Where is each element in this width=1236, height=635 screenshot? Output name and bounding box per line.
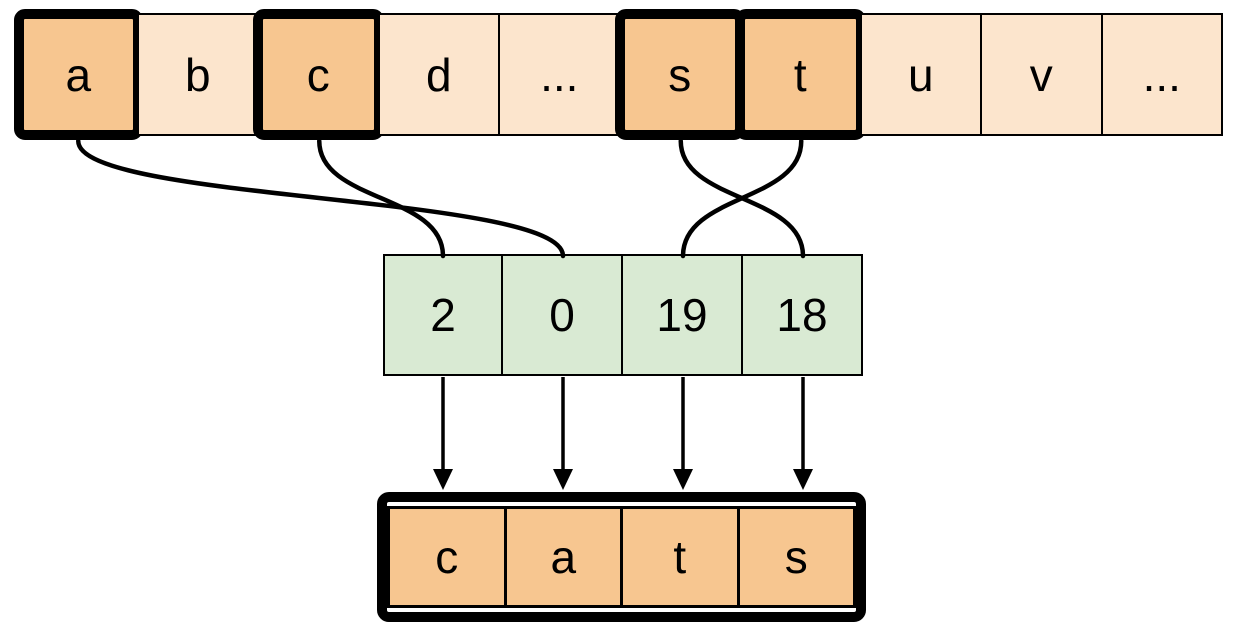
alphabet-cell-ellipsis-2: ... xyxy=(1102,13,1223,136)
alphabet-cell-v: v xyxy=(982,13,1103,136)
index-value: 0 xyxy=(549,289,575,341)
alphabet-cell-ellipsis-1: ... xyxy=(500,13,621,136)
index-cell-1: 0 xyxy=(503,254,623,376)
alphabet-cell-t: t xyxy=(735,9,866,140)
word-cell-3: s xyxy=(736,506,856,608)
alphabet-letter: s xyxy=(668,48,692,101)
index-value: 19 xyxy=(656,289,708,341)
index-value: 18 xyxy=(776,289,828,341)
word-row: c a t s xyxy=(377,492,866,622)
word-letter: s xyxy=(784,531,808,583)
word-letter: t xyxy=(673,531,687,583)
index-value: 2 xyxy=(430,289,456,341)
alphabet-letter: d xyxy=(425,48,452,101)
word-cell-0: c xyxy=(387,506,507,608)
alphabet-cell-d: d xyxy=(379,13,500,136)
word-letter: a xyxy=(550,531,577,583)
alphabet-cell-c: c xyxy=(253,9,384,140)
arrow-index-to-word-3 xyxy=(793,377,813,490)
alphabet-letter: b xyxy=(184,48,211,101)
alphabet-letter: c xyxy=(306,48,330,101)
curve-a-to-index0 xyxy=(76,138,566,259)
word-letter: c xyxy=(435,531,459,583)
arrow-index-to-word-0 xyxy=(433,377,453,490)
curve-t-to-index19 xyxy=(680,138,804,259)
alphabet-letter: u xyxy=(907,48,934,101)
curve-c-to-index2 xyxy=(317,138,446,259)
index-cell-0: 2 xyxy=(383,254,503,376)
alphabet-letter: a xyxy=(65,48,92,101)
alphabet-letter: t xyxy=(793,48,807,101)
arrow-index-to-word-1 xyxy=(553,377,573,490)
word-cell-2: t xyxy=(620,506,740,608)
alphabet-letter: v xyxy=(1029,48,1053,101)
alphabet-cell-u: u xyxy=(861,13,982,136)
ellipsis-label: ... xyxy=(1142,48,1181,101)
alphabet-cell-a: a xyxy=(14,9,143,140)
curve-s-to-index18 xyxy=(678,138,806,259)
ellipsis-label: ... xyxy=(540,48,579,101)
arrow-index-to-word-2 xyxy=(673,377,693,490)
index-cell-3: 18 xyxy=(743,254,863,376)
index-cell-2: 19 xyxy=(623,254,743,376)
alphabet-cell-b: b xyxy=(138,13,259,136)
word-cell-1: a xyxy=(503,506,623,608)
alphabet-cell-s: s xyxy=(614,9,745,140)
